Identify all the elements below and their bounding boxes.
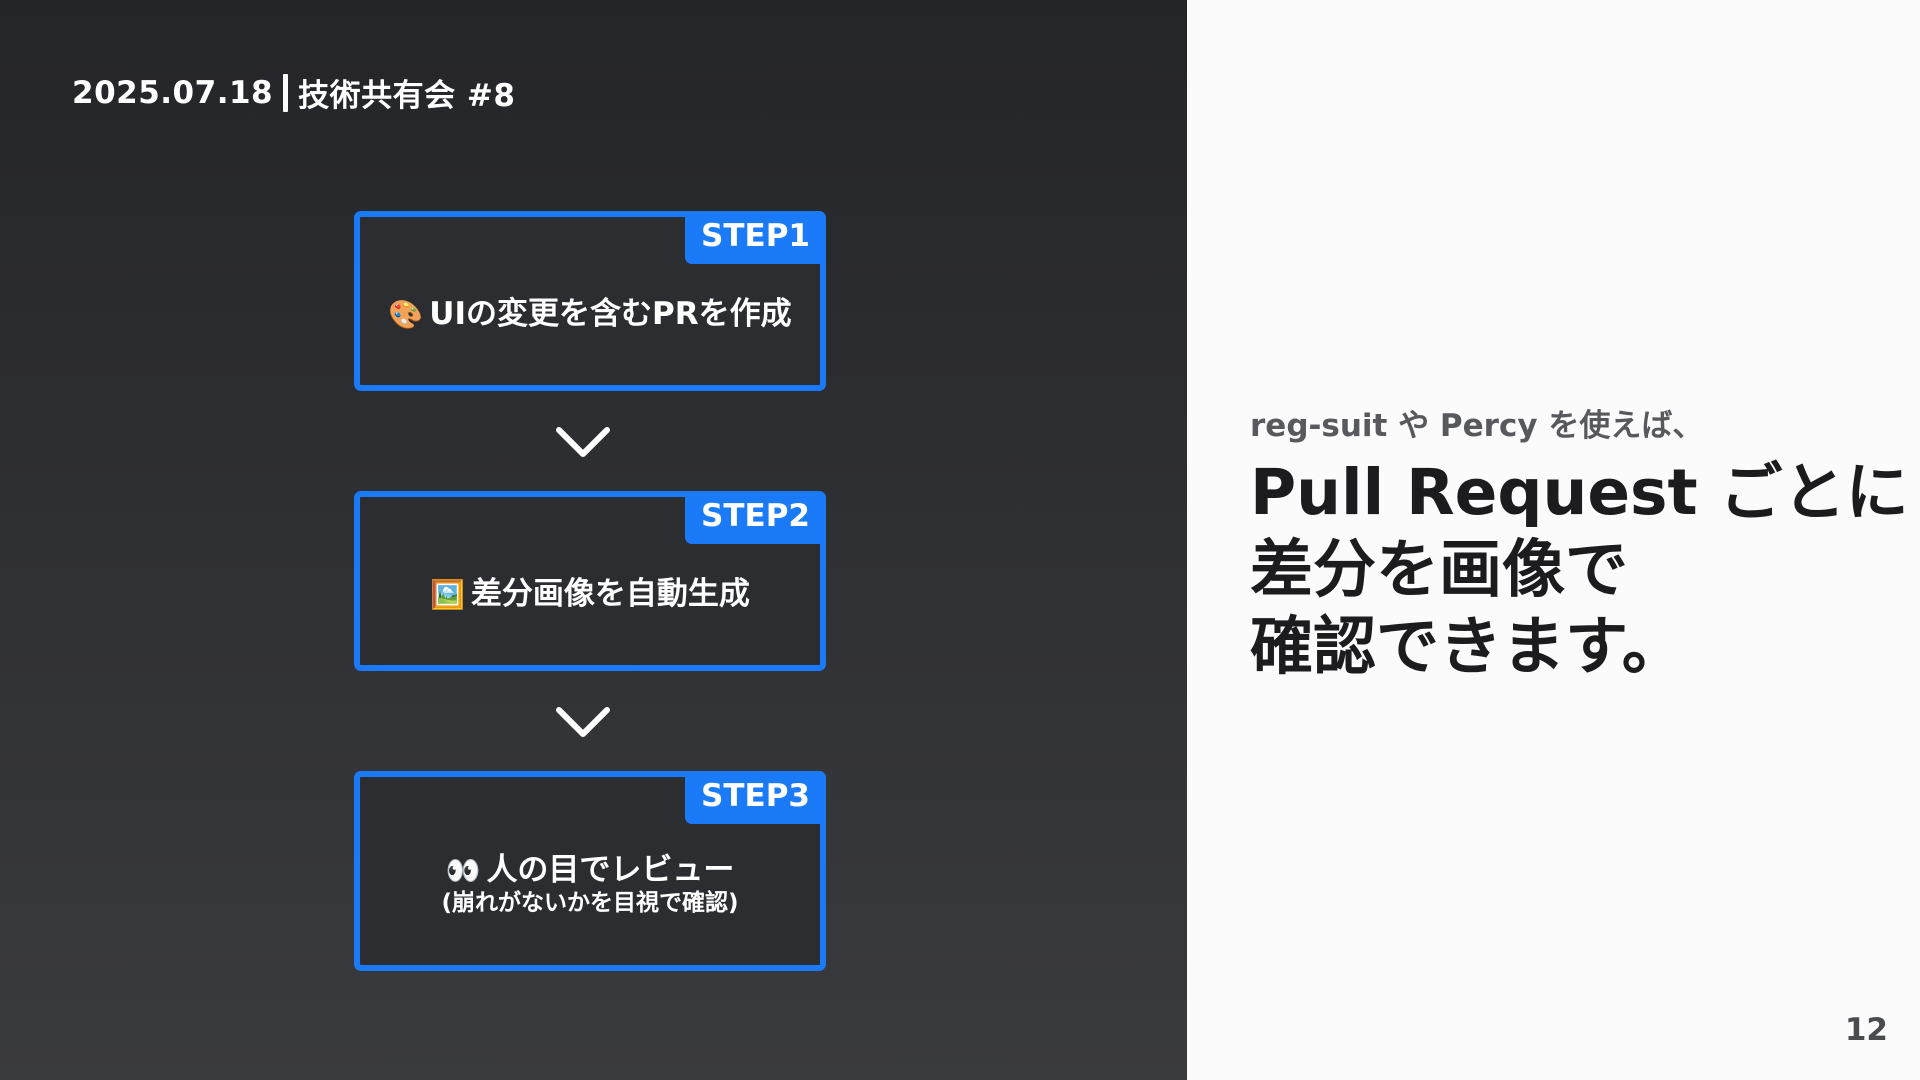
step-content-1: 🎨UIの変更を含むPRを作成: [360, 297, 820, 331]
left-panel: 2025.07.18 技術共有会 #8 STEP1 🎨UIの変更を含むPRを作成…: [0, 0, 1187, 1080]
framed-picture-icon: 🖼️: [430, 578, 465, 611]
header-separator: [283, 73, 289, 112]
step-subtext-3: (崩れがないかを目視で確認): [441, 890, 739, 917]
palette-icon: 🎨: [388, 298, 424, 331]
step-content-2: 🖼️差分画像を自動生成: [360, 577, 820, 611]
right-headline: Pull Request ごとに 差分を画像で 確認できます。: [1250, 455, 1909, 686]
step-box-1: STEP1 🎨UIの変更を含むPRを作成: [354, 211, 826, 391]
step-box-2: STEP2 🖼️差分画像を自動生成: [354, 491, 826, 671]
slide-header: 2025.07.18 技術共有会 #8: [72, 70, 515, 115]
step-content-3: 👀人の目でレビュー (崩れがないかを目視で確認): [360, 853, 820, 916]
step-text-3: 人の目でレビュー: [486, 852, 735, 888]
eyes-icon: 👀: [445, 854, 481, 887]
headline-line-3: 確認できます。: [1250, 609, 1685, 683]
page-number: 12: [1844, 1012, 1888, 1048]
right-panel: reg-suit や Percy を使えば、 Pull Request ごとに …: [1187, 0, 1920, 1080]
chevron-down-icon: [556, 427, 610, 457]
step-badge-2: STEP2: [685, 491, 826, 544]
right-subtitle: reg-suit や Percy を使えば、: [1250, 408, 1704, 444]
step-text-1: UIの変更を含むPRを作成: [429, 296, 792, 332]
step-badge-1: STEP1: [685, 211, 826, 264]
headline-line-1: Pull Request ごとに: [1250, 456, 1909, 529]
chevron-down-icon: [556, 707, 610, 737]
headline-line-2: 差分を画像で: [1250, 532, 1628, 606]
header-event: 技術共有会 #8: [298, 78, 516, 114]
header-date: 2025.07.18: [72, 74, 274, 111]
step-text-2: 差分画像を自動生成: [470, 576, 750, 612]
step-badge-3: STEP3: [685, 771, 826, 824]
step-box-3: STEP3 👀人の目でレビュー (崩れがないかを目視で確認): [354, 771, 826, 971]
